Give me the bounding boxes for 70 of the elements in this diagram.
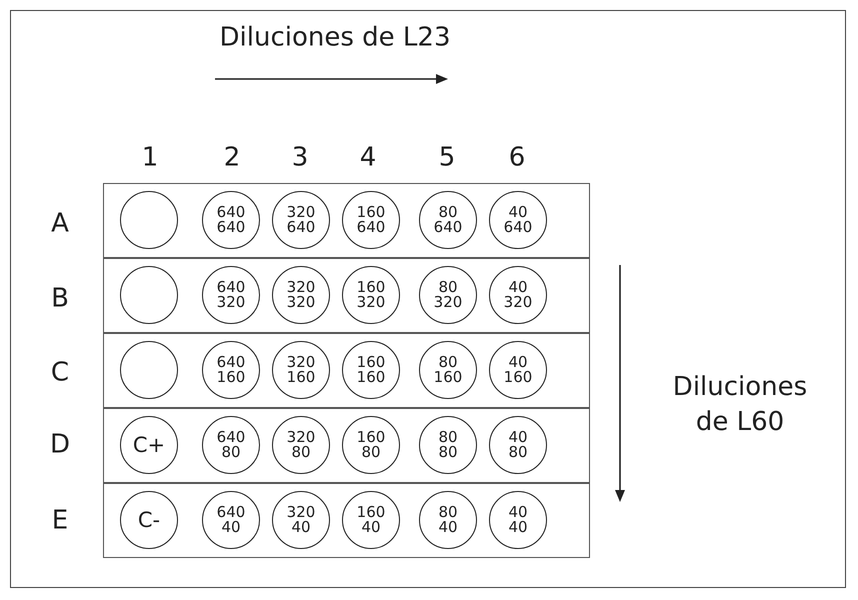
dilution-value: 640 (216, 280, 246, 295)
dilution-value: 320 (216, 295, 246, 310)
axis-title: Diluciones de L60 (672, 370, 808, 439)
dilution-value: 160 (504, 370, 532, 385)
dilution-value: 640 (434, 220, 462, 235)
row-letter: C (50, 356, 70, 390)
dilution-value: 160 (356, 430, 386, 445)
plate-row (103, 183, 590, 258)
dilution-value: 640 (216, 355, 246, 370)
column-number: 4 (360, 141, 376, 174)
dilution-value: 160 (356, 355, 386, 370)
dilution-value: 640 (216, 205, 246, 220)
dilution-value: 320 (286, 280, 316, 295)
dilution-value: 40 (221, 520, 241, 535)
dilution-value: 320 (286, 355, 316, 370)
dilution-value: 160 (356, 205, 386, 220)
dilution-value: 320 (286, 205, 316, 220)
column-number: 3 (292, 141, 308, 174)
plate-row (103, 408, 590, 483)
row-letter: B (51, 282, 69, 316)
column-number: 2 (224, 141, 240, 174)
dilution-value: 640 (286, 220, 316, 235)
dilution-value: 640 (216, 505, 246, 520)
dilution-value: 160 (434, 370, 462, 385)
dilution-value: C- (138, 509, 160, 531)
dilution-value: C+ (132, 434, 166, 456)
dilution-value: 80 (361, 445, 381, 460)
dilution-value: 80 (438, 445, 458, 460)
dilution-value: 80 (438, 355, 458, 370)
dilution-value: 80 (438, 280, 458, 295)
dilution-value: 40 (508, 355, 528, 370)
dilution-value: 160 (356, 505, 386, 520)
dilution-value: 40 (361, 520, 381, 535)
row-letter: E (52, 504, 68, 538)
dilution-value: 320 (434, 295, 462, 310)
dilution-value: 80 (438, 430, 458, 445)
dilution-value: 160 (216, 370, 246, 385)
dilution-value: 80 (438, 505, 458, 520)
dilution-value: 40 (508, 205, 528, 220)
dilution-value: 640 (216, 430, 246, 445)
dilution-value: 40 (508, 280, 528, 295)
column-number: 5 (438, 141, 456, 174)
row-letter: A (51, 207, 69, 240)
dilution-value: 160 (356, 370, 386, 385)
dilution-value: 320 (286, 430, 316, 445)
dilution-value: 40 (508, 505, 528, 520)
dilution-value: 640 (504, 220, 532, 235)
dilution-value: 40 (508, 430, 528, 445)
column-number: 6 (508, 141, 526, 174)
dilution-value: 320 (286, 505, 316, 520)
dilution-value: 160 (286, 370, 316, 385)
plate-row (103, 258, 590, 333)
dilution-value: 40 (291, 520, 311, 535)
axis-title: Diluciones de L23 (220, 21, 450, 54)
column-number: 1 (142, 141, 158, 174)
dilution-value: 40 (508, 520, 528, 535)
dilution-value: 320 (356, 295, 386, 310)
dilution-value: 80 (291, 445, 311, 460)
dilution-value: 80 (508, 445, 528, 460)
dilution-value: 640 (356, 220, 386, 235)
dilution-value: 640 (216, 220, 246, 235)
plate-row (103, 333, 590, 408)
dilution-value: 320 (286, 295, 316, 310)
plate-row (103, 483, 590, 558)
dilution-value: 40 (438, 520, 458, 535)
row-letter: D (50, 428, 70, 462)
dilution-value: 160 (356, 280, 386, 295)
dilution-value: 320 (504, 295, 532, 310)
dilution-value: 80 (438, 205, 458, 220)
dilution-value: 80 (221, 445, 241, 460)
